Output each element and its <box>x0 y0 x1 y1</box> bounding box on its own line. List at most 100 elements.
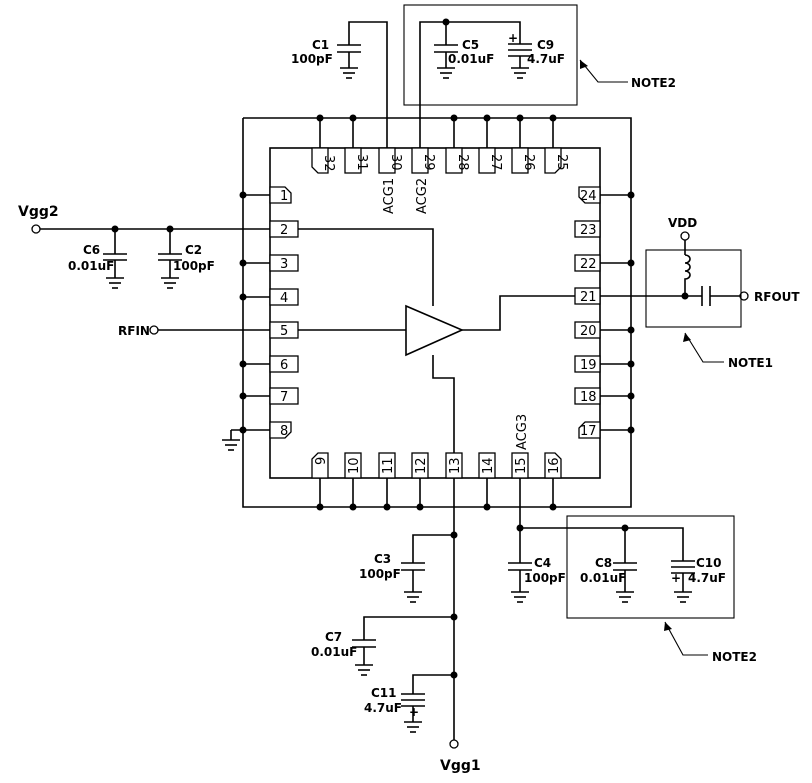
c7-value: 0.01uF <box>311 645 357 659</box>
pin-number-24: 24 <box>580 189 597 204</box>
ground-pin8-icon <box>222 439 240 451</box>
ground-c7-icon <box>355 664 373 676</box>
c7-name: C7 <box>325 630 342 644</box>
pin-11 <box>378 452 396 479</box>
ground-c5-icon <box>437 67 455 79</box>
note1-leader <box>684 332 724 363</box>
pin-number-11: 11 <box>381 457 396 474</box>
acg3-label: ACG3 <box>515 414 530 450</box>
ic-body <box>269 147 601 479</box>
pin-31 <box>344 147 362 174</box>
rfout-label: RFOUT <box>754 290 800 304</box>
note2-top-box <box>403 4 578 106</box>
pin-30 <box>378 147 396 174</box>
pin-21 <box>574 287 601 305</box>
pin-number-5: 5 <box>280 324 288 339</box>
pin-22 <box>574 254 601 272</box>
rfin-terminal <box>149 325 159 335</box>
c5-name: C5 <box>462 38 479 52</box>
pin-10 <box>344 452 362 479</box>
ground-c10-icon <box>674 591 692 603</box>
c6-name: C6 <box>83 243 100 257</box>
pin-number-28: 28 <box>455 154 470 171</box>
note2-top-arrow-icon <box>580 60 588 69</box>
pin-26 <box>511 147 529 174</box>
c11-polarity-icon: + <box>409 705 419 719</box>
note2-top-leader <box>579 59 628 83</box>
pin-number-12: 12 <box>414 457 429 474</box>
ground-c9-icon <box>511 67 529 79</box>
pin-number-6: 6 <box>280 358 288 373</box>
pin-13 <box>445 452 463 479</box>
c11-value: 4.7uF <box>364 701 402 715</box>
pin-number-18: 18 <box>580 390 597 405</box>
note1-box <box>645 249 742 328</box>
pin-8 <box>269 421 292 439</box>
pin-number-21: 21 <box>580 290 597 305</box>
capacitor-plates <box>103 43 695 722</box>
vgg2-terminal <box>31 224 41 234</box>
c3-name: C3 <box>374 552 391 566</box>
ground-c11-icon <box>404 721 422 733</box>
pin-number-1: 1 <box>280 189 288 204</box>
pin-17 <box>578 421 601 439</box>
pin-23 <box>574 220 601 238</box>
pin-12 <box>411 452 429 479</box>
acg1-label: ACG1 <box>382 178 397 214</box>
c9-name: C9 <box>537 38 554 52</box>
pin-14 <box>478 452 496 479</box>
wires <box>40 21 740 740</box>
c6-value: 0.01uF <box>68 259 114 273</box>
c9-polarity-icon: + <box>508 31 518 45</box>
pin-20 <box>574 321 601 339</box>
note-boxes <box>403 4 742 656</box>
pin-number-31: 31 <box>354 154 369 171</box>
note2-top-label: NOTE2 <box>631 76 676 90</box>
acg2-label: ACG2 <box>415 178 430 214</box>
pin-18 <box>574 387 601 405</box>
pin-number-9: 9 <box>314 457 329 465</box>
pin-number-3: 3 <box>280 257 288 272</box>
rfin-label: RFIN <box>118 324 150 338</box>
pin-function-labels: ACG1 ACG2 ACG3 <box>382 178 530 450</box>
pin-number-7: 7 <box>280 390 288 405</box>
pin-27 <box>478 147 496 174</box>
pin-15 <box>511 452 529 479</box>
vgg1-label: Vgg1 <box>440 758 481 774</box>
c10-value: 4.7uF <box>688 571 726 585</box>
ground-c6-icon <box>106 277 124 289</box>
pin-number-32: 32 <box>321 155 336 172</box>
pin-number-10: 10 <box>347 457 362 474</box>
rfout-dc-block-cap <box>701 286 711 306</box>
pin-number-27: 27 <box>488 154 503 171</box>
pin-4 <box>269 288 299 306</box>
c1-value: 100pF <box>291 52 333 66</box>
pin-number-20: 20 <box>580 324 597 339</box>
pin-number-15: 15 <box>514 457 529 474</box>
c3-value: 100pF <box>359 567 401 581</box>
pin-number-8: 8 <box>280 424 288 439</box>
amplifier-triangle <box>405 304 464 357</box>
c10-name: C10 <box>696 556 722 570</box>
pin-numbers: 1 2 3 4 5 6 7 8 24 23 22 21 20 19 18 17 … <box>280 154 597 474</box>
pin-number-29: 29 <box>421 154 436 171</box>
c4-name: C4 <box>534 556 551 570</box>
note2-bottom-arrow-icon <box>664 622 672 631</box>
ground-c1-icon <box>340 67 358 79</box>
port-terminals <box>31 224 749 749</box>
note2-bottom-leader <box>664 621 708 656</box>
pin-boxes <box>269 147 601 479</box>
rfout-terminal <box>739 291 749 301</box>
pin-9 <box>311 452 329 479</box>
pin-28 <box>445 147 463 174</box>
c2-value: 100pF <box>173 259 215 273</box>
junction-dots <box>111 18 689 679</box>
c10-polarity-icon: + <box>671 571 681 585</box>
pin-5 <box>269 321 299 339</box>
c9-value: 4.7uF <box>527 52 565 66</box>
note2-bottom-label: NOTE2 <box>712 650 757 664</box>
pin-number-16: 16 <box>547 457 562 474</box>
pin-number-30: 30 <box>388 154 403 171</box>
note1-arrow-icon <box>683 333 691 342</box>
